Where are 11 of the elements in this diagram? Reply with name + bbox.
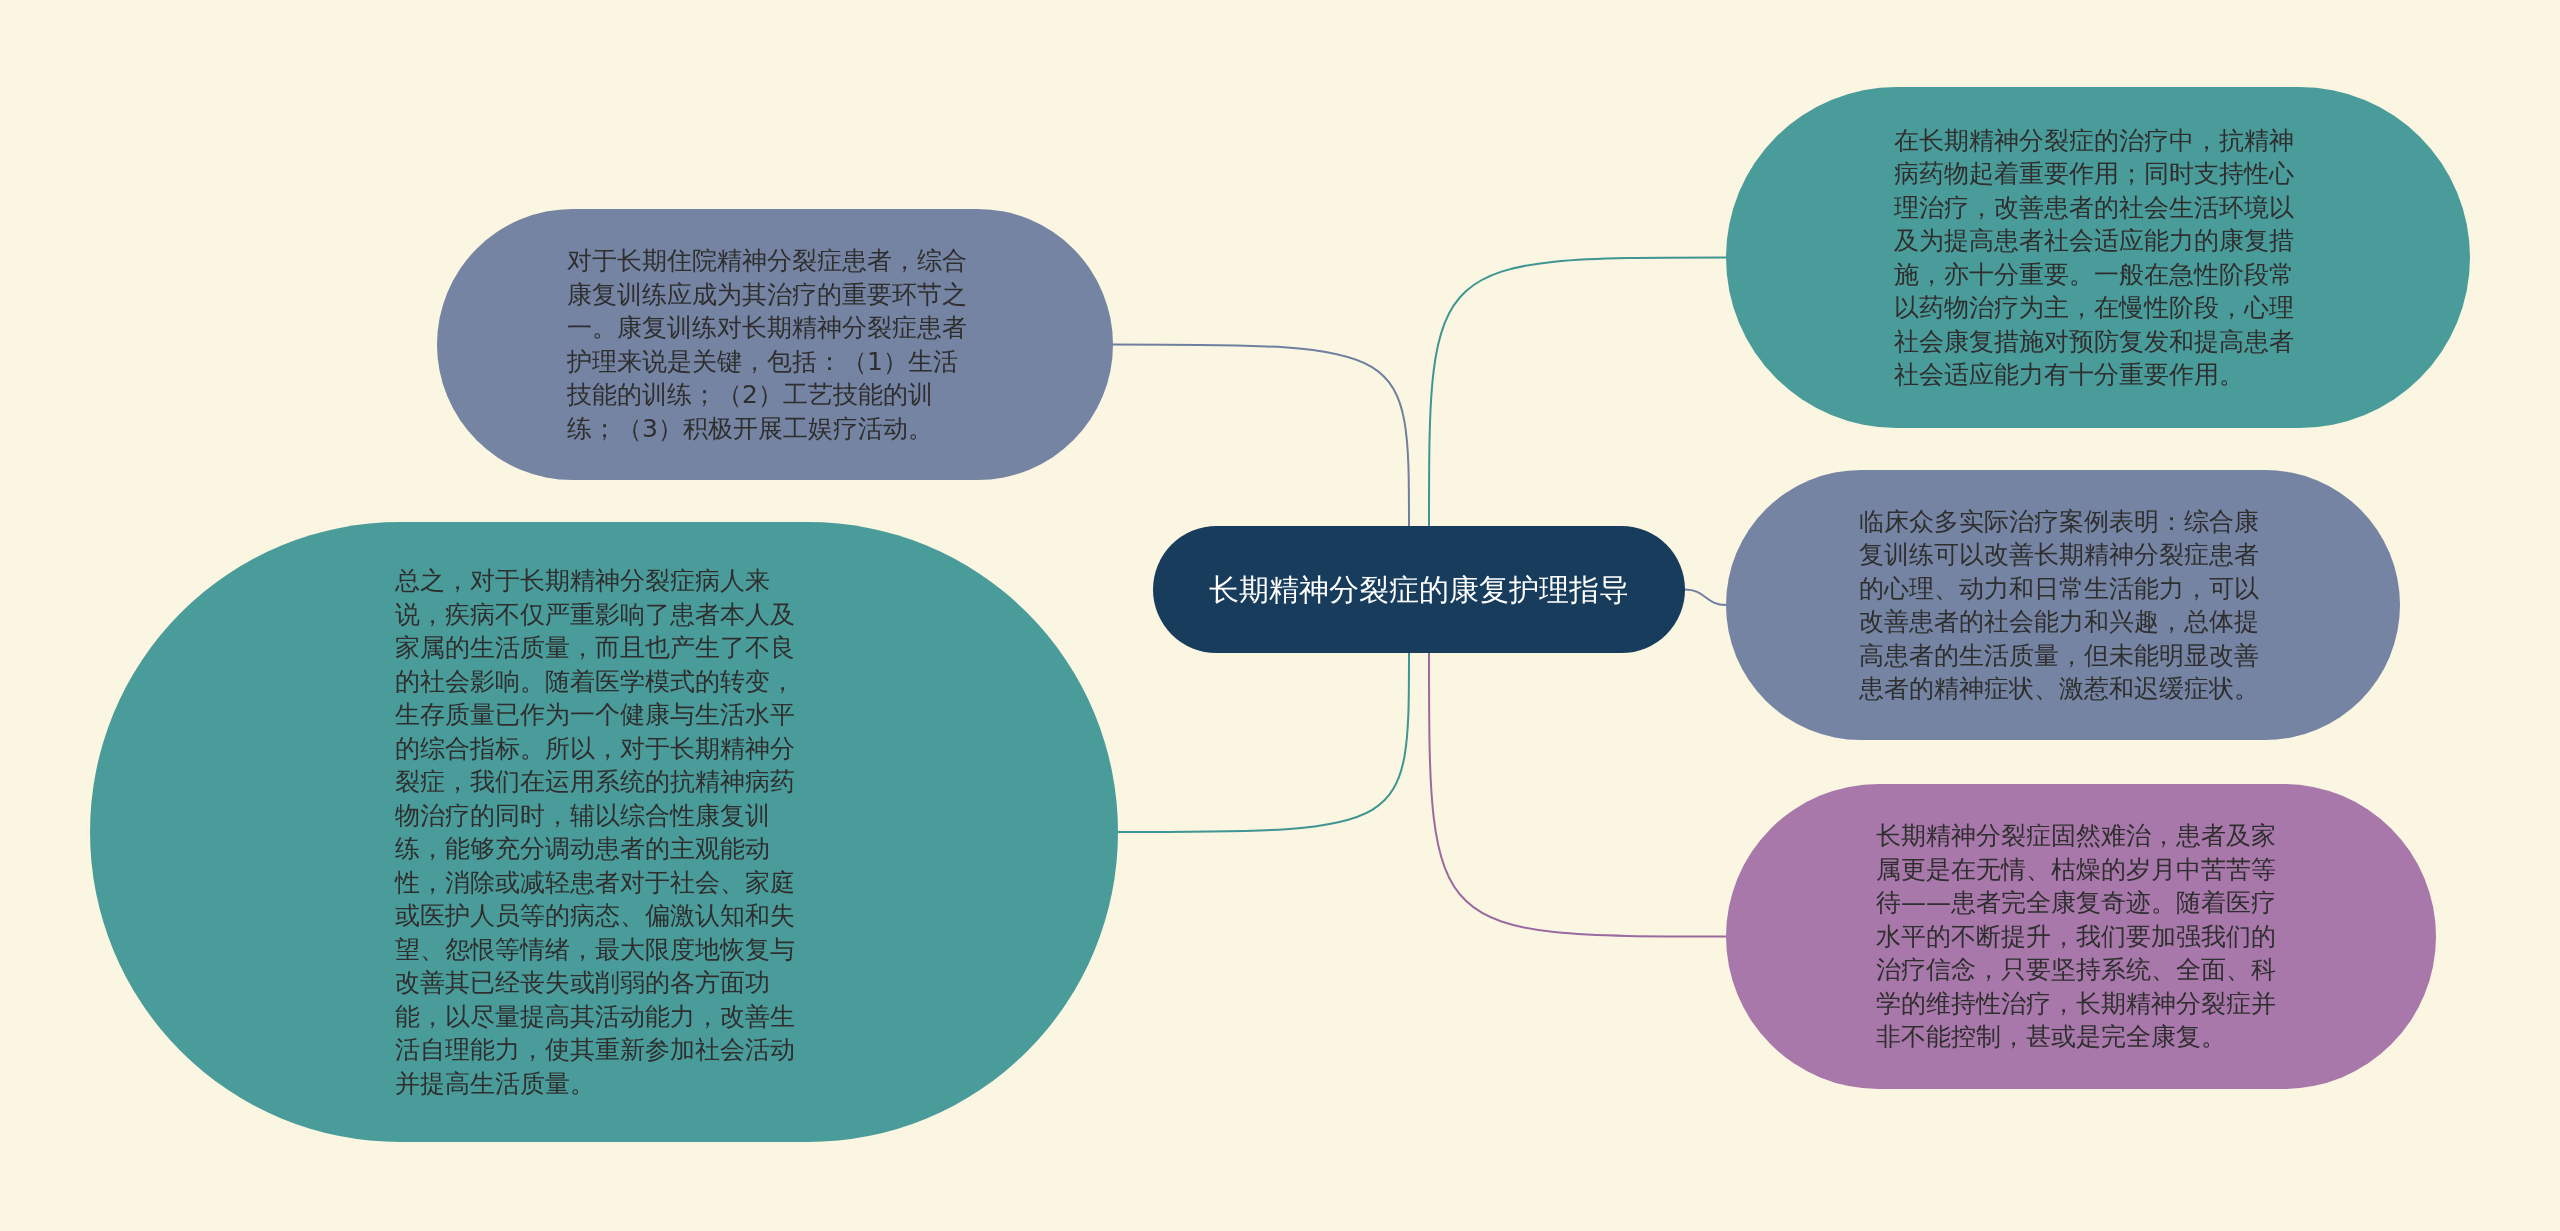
connector-line [1117,652,1410,833]
node-text: 长期精神分裂症固然难治，患者及家属更是在无情、枯燥的岁月中苦苦等待——患者完全康复奇迹。随着医疗水平的不断提升，我们要加强我们的治疗信念，只要坚持系统、全面、科学的维持性治疗，长期精神分裂症并非不能控制，甚或是完全康复。 [1876,820,2276,1054]
node-text: 在长期精神分裂症的治疗中，抗精神病药物起着重要作用；同时支持性心理治疗，改善患者的社会生活环境以及为提高患者社会适应能力的康复措施，亦十分重要。一般在急性阶段常以药物治疗为主，在慢性阶段，心理社会康复措施对预防复发和提高患者社会适应能力有十分重要作用。 [1894,124,2294,391]
node-text: 对于长期住院精神分裂症患者，综合康复训练应成为其治疗的重要环节之一。康复训练对长期精神分裂症患者护理来说是关键，包括：（1）生活技能的训练；（2）工艺技能的训练；（3）积极开展工娱疗活动。 [567,245,967,445]
connector-line [1428,256,1727,527]
node-text: 临床众多实际治疗案例表明：综合康复训练可以改善长期精神分裂症患者的心理、动力和日常生活能力，可以改善患者的社会能力和兴趣，总体提高患者的生活质量，但未能明显改善患者的精神症状、激惹和迟缓症状。 [1859,505,2259,705]
topic-title: 长期精神分裂症的康复护理指导 [1209,570,1629,609]
connector-line [1684,588,1727,606]
connector-line [1428,652,1727,938]
node-text: 总之，对于长期精神分裂症病人来说，疾病不仅严重影响了患者本人及家属的生活质量，而且也产生了不良的社会影响。随着医学模式的转变，生存质量已作为一个健康与生活水平的综合指标。所以，对于长期精神分裂症，我们在运用系统的抗精神病药物治疗的同时，辅以综合性康复训练，能够充分调动患者的主观能动性，消除或减轻患者对于社会、家庭或医护人员等的病态、偏激认知和失望、怨恨等情绪，最大限度地恢复与改善其已经丧失或削弱的各方面功能，以尽量提高其活动能力，改善生活自理能力，使其重新参加社会活动并提高生活质量。 [395,565,795,1100]
connector-line [1112,343,1410,527]
